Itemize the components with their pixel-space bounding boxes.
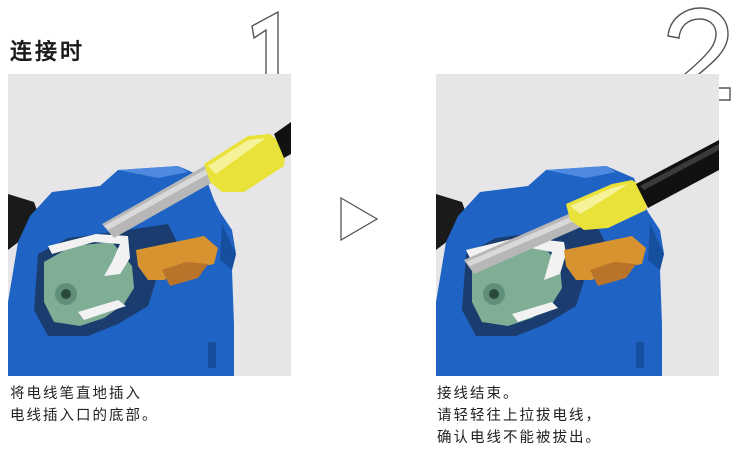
step-2-caption: 接线结束。 请轻轻往上拉拔电线， 确认电线不能被拔出。: [437, 383, 602, 449]
section-title: 连接时: [10, 40, 86, 65]
step-1-photo: [8, 74, 291, 376]
triangle-right-outline-icon: [340, 196, 379, 242]
caption-line: 接线结束。: [437, 386, 520, 402]
step-1-caption: 将电线笔直地插入 电线插入口的底部。: [10, 383, 159, 427]
step-2-photo: [436, 74, 719, 376]
caption-line: 将电线笔直地插入: [10, 386, 142, 402]
caption-line: 电线插入口的底部。: [10, 408, 159, 424]
caption-line: 确认电线不能被拔出。: [437, 430, 602, 446]
caption-line: 请轻轻往上拉拔电线，: [437, 408, 602, 424]
